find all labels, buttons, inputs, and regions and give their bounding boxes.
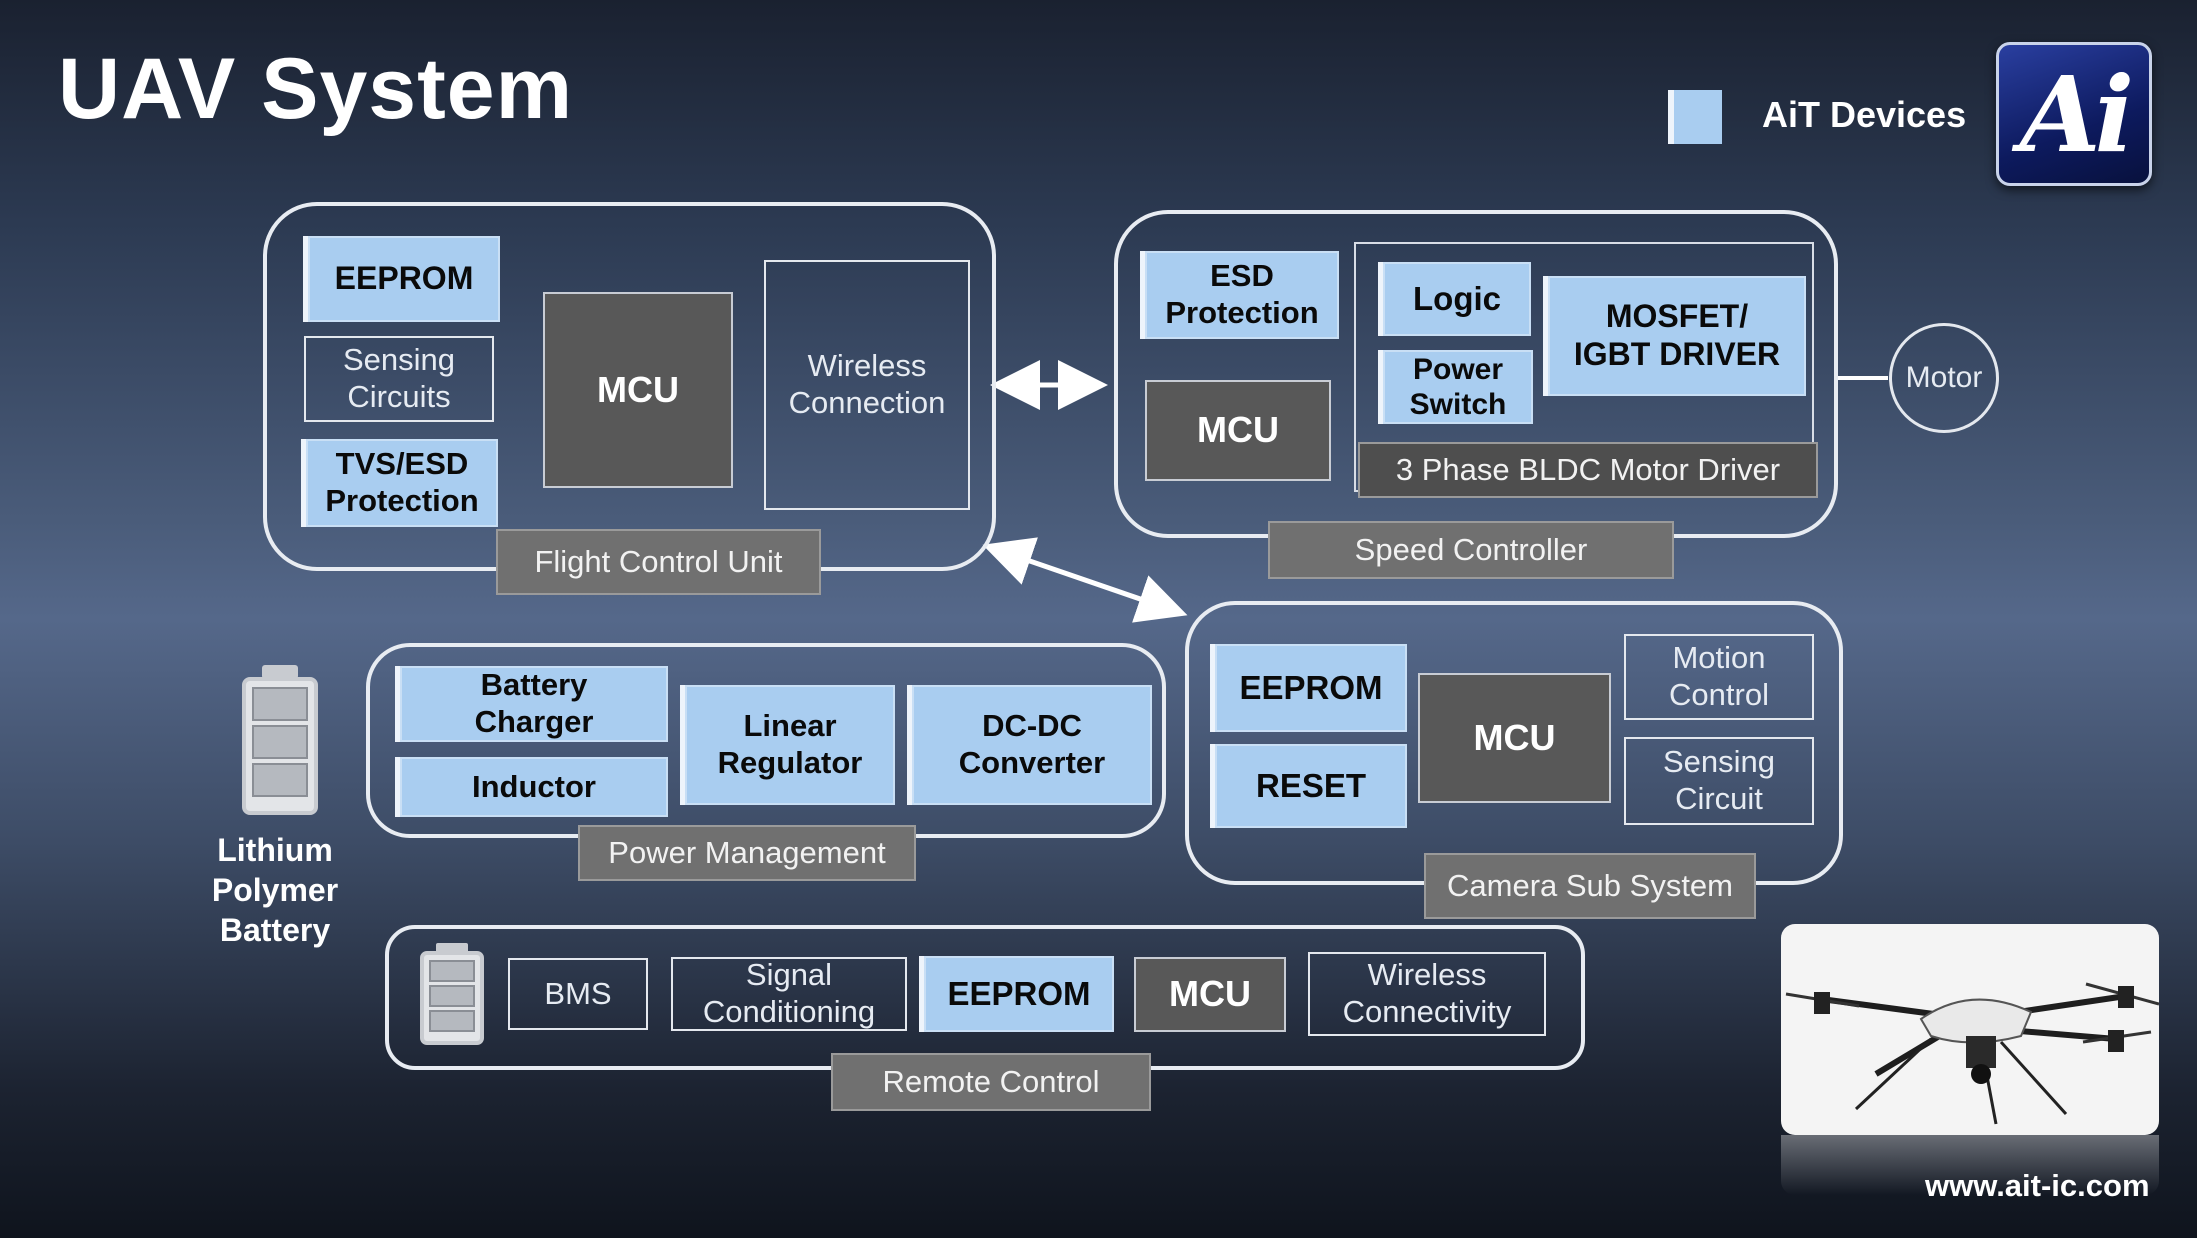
cam-sensing-circuit: Sensing Circuit xyxy=(1624,737,1814,825)
legend-label: AiT Devices xyxy=(1762,94,1967,135)
fcu-label: Flight Control Unit xyxy=(496,529,821,595)
rc-bms: BMS xyxy=(508,958,648,1030)
logo-text: Ai xyxy=(2019,52,2134,176)
sc-esd-protection: ESD Protection xyxy=(1145,251,1339,339)
pm-label: Power Management xyxy=(578,825,916,881)
rc-label: Remote Control xyxy=(831,1053,1151,1111)
page-title: UAV System xyxy=(58,41,574,137)
rc-signal-conditioning: Signal Conditioning xyxy=(671,957,907,1031)
rc-eeprom: EEPROM xyxy=(924,956,1114,1032)
fcu-mcu: MCU xyxy=(543,292,733,488)
drone-image xyxy=(1781,924,2159,1135)
rc-wireless-connectivity: Wireless Connectivity xyxy=(1308,952,1546,1036)
sc-label: Speed Controller xyxy=(1268,521,1674,579)
ait-logo: Ai xyxy=(1996,42,2152,186)
pm-linear-regulator: Linear Regulator xyxy=(685,685,895,805)
battery-icon xyxy=(242,665,318,815)
fcu-sensing-circuits: Sensing Circuits xyxy=(304,336,494,422)
rc-mcu: MCU xyxy=(1134,957,1286,1032)
website-url: www.ait-ic.com xyxy=(1925,1168,2150,1203)
cam-eeprom: EEPROM xyxy=(1215,644,1407,732)
fcu-tvs-esd-protection: TVS/ESD Protection xyxy=(306,439,498,527)
cam-reset: RESET xyxy=(1215,744,1407,828)
fcu-wireless-connection: Wireless Connection xyxy=(764,260,970,510)
battery-label: Lithium Polymer Battery xyxy=(211,832,339,948)
fcu-camera-arrow xyxy=(982,537,1188,623)
fcu-eeprom: EEPROM xyxy=(308,236,500,322)
remote-battery-icon xyxy=(420,943,484,1045)
cam-motion-control: Motion Control xyxy=(1624,634,1814,720)
sc-mosfet-igbt-driver: MOSFET/ IGBT DRIVER xyxy=(1548,276,1806,396)
sc-power-switch: Power Switch xyxy=(1383,350,1533,424)
legend-swatch xyxy=(1674,90,1722,144)
sc-logic: Logic xyxy=(1383,262,1531,336)
drone-reflection xyxy=(1781,1135,2159,1195)
pm-inductor: Inductor xyxy=(400,757,668,817)
sc-mcu: MCU xyxy=(1145,380,1331,481)
motor: Motor xyxy=(1889,323,1999,433)
pm-battery-charger: Battery Charger xyxy=(400,666,668,742)
cam-mcu: MCU xyxy=(1418,673,1611,803)
pm-dcdc-converter: DC-DC Converter xyxy=(912,685,1152,805)
sc-motor-driver-label: 3 Phase BLDC Motor Driver xyxy=(1358,442,1818,498)
cam-label: Camera Sub System xyxy=(1424,853,1756,919)
